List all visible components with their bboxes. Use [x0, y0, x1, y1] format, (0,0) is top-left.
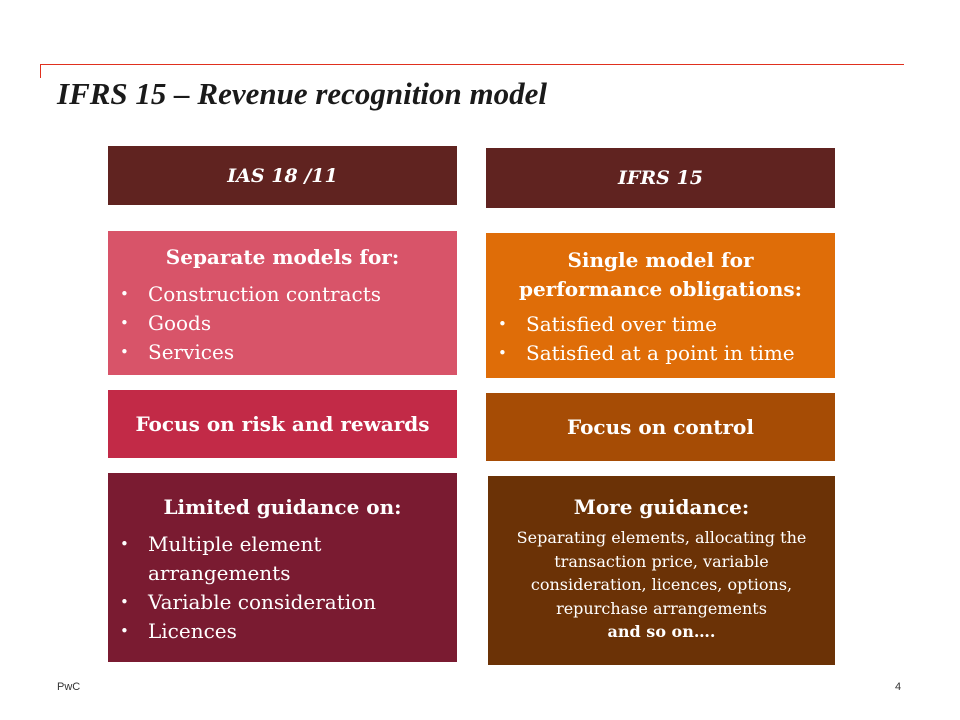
more-guidance-tail: and so on….	[607, 622, 716, 641]
list-item: Services	[108, 338, 457, 367]
list-item: Goods	[108, 309, 457, 338]
list-item: Satisfied at a point in time	[486, 339, 835, 368]
slide-title: IFRS 15 – Revenue recognition model	[57, 76, 547, 111]
ias-header-box: IAS 18 /11	[108, 146, 457, 205]
limited-guidance-box: Limited guidance on: Multiple element ar…	[108, 473, 457, 662]
single-model-heading: Single model for performance obligations…	[518, 248, 803, 301]
more-guidance-box: More guidance: Separating elements, allo…	[488, 476, 835, 665]
list-item: Satisfied over time	[486, 310, 835, 339]
list-item: Licences	[108, 617, 457, 646]
more-guidance-heading: More guidance:	[573, 495, 750, 519]
separate-models-list: Construction contracts Goods Services	[108, 280, 457, 367]
ias-header-label: IAS 18 /11	[227, 164, 338, 187]
ifrs-header-label: IFRS 15	[618, 167, 703, 189]
list-item: Variable consideration	[108, 588, 457, 617]
focus-control-label: Focus on control	[566, 415, 754, 439]
separate-models-box: Separate models for: Construction contra…	[108, 231, 457, 375]
limited-guidance-list: Multiple element arrangements Variable c…	[108, 530, 457, 646]
focus-control-box: Focus on control	[486, 393, 835, 461]
single-model-box: Single model for performance obligations…	[486, 233, 835, 378]
single-model-list: Satisfied over time Satisfied at a point…	[486, 310, 835, 368]
focus-risk-box: Focus on risk and rewards	[108, 390, 457, 458]
focus-risk-label: Focus on risk and rewards	[135, 412, 430, 436]
more-guidance-text: Separating elements, allocating the tran…	[516, 528, 807, 618]
limited-guidance-heading: Limited guidance on:	[163, 495, 402, 519]
title-rule	[40, 64, 904, 65]
page-number: 4	[895, 681, 902, 693]
ifrs-header-box: IFRS 15	[486, 148, 835, 208]
title-rule-tick	[40, 64, 41, 78]
separate-models-heading: Separate models for:	[165, 245, 400, 269]
footer-brand: PwC	[57, 681, 81, 693]
list-item: Multiple element arrangements	[108, 530, 457, 588]
list-item: Construction contracts	[108, 280, 457, 309]
